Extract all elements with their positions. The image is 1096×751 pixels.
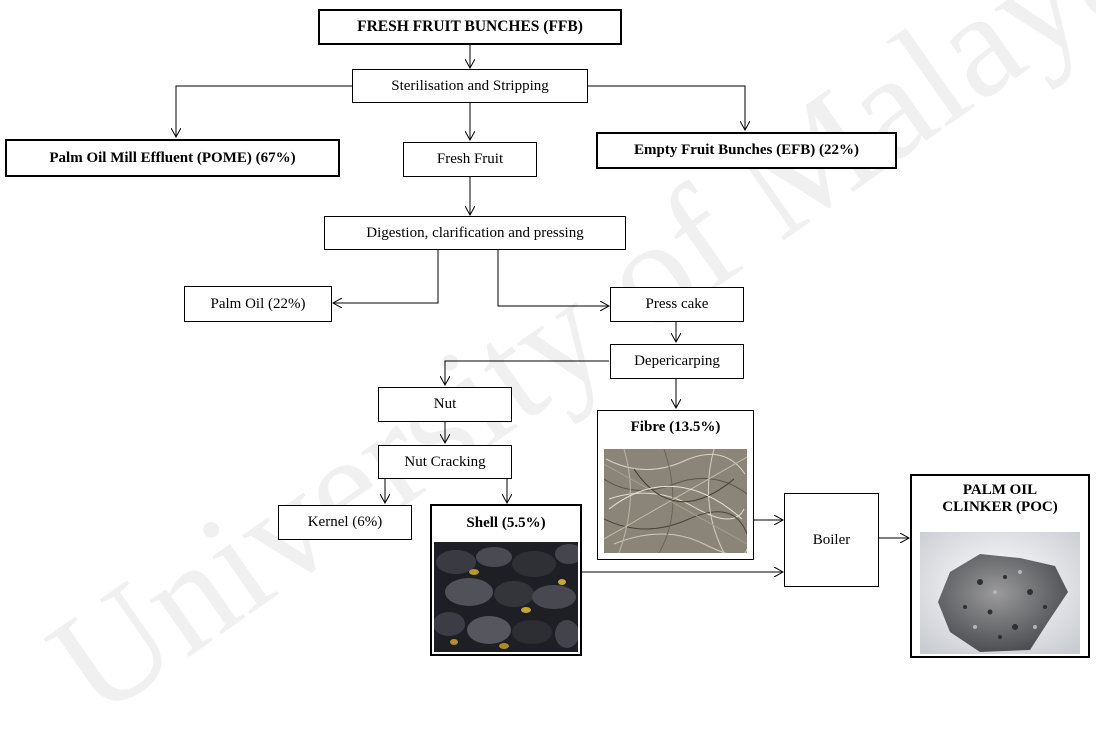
node-depericarping: Depericarping [610,344,744,379]
node-ffb: FRESH FRUIT BUNCHES (FFB) [318,9,622,45]
node-efb: Empty Fruit Bunches (EFB) (22%) [596,132,897,169]
shell-photo [434,542,578,652]
node-kernel: Kernel (6%) [278,505,412,540]
node-nut-cracking: Nut Cracking [378,445,512,479]
node-palm-oil: Palm Oil (22%) [184,286,332,322]
node-pome: Palm Oil Mill Effluent (POME) (67%) [5,139,340,177]
node-press-cake: Press cake [610,287,744,322]
node-poc: PALM OIL CLINKER (POC) [910,474,1090,658]
arrow-sterilisation-pome [176,85,352,137]
node-nut: Nut [378,387,512,422]
node-digestion: Digestion, clarification and pressing [324,216,626,250]
poc-label-line1: PALM OIL [962,482,1038,498]
arrow-digestion-presscake [497,250,609,306]
node-sterilisation: Sterilisation and Stripping [352,69,588,103]
shell-label: Shell (5.5%) [466,515,546,531]
node-shell: Shell (5.5%) [430,504,582,656]
node-fresh-fruit: Fresh Fruit [403,142,537,177]
node-boiler: Boiler [784,493,879,587]
arrow-depericarping-nut [445,360,609,385]
arrow-sterilisation-efb [588,85,745,130]
connector-lines [0,45,1096,662]
arrow-digestion-palmoil [333,250,439,303]
poc-label-line2: CLINKER (POC) [942,499,1058,515]
node-fibre: Fibre (13.5%) [597,410,754,560]
fibre-photo [604,449,747,553]
fibre-label: Fibre (13.5%) [630,419,721,435]
poc-photo [920,532,1080,654]
